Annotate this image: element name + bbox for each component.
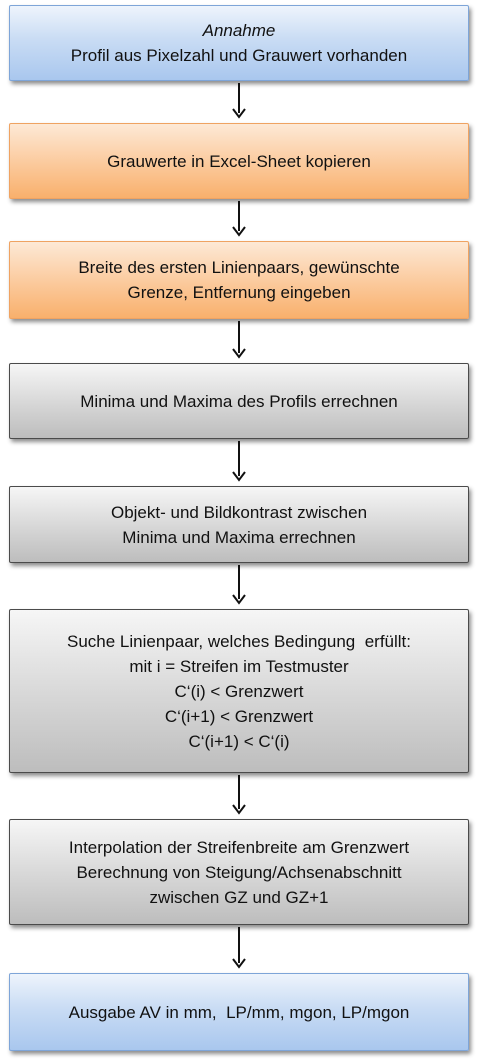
step-3-text-line-2: Grenze, Entfernung eingeben [127, 283, 351, 302]
step-5-text-line-2: Minima und Maxima errechnen [122, 527, 356, 547]
arrow-7-icon [231, 927, 247, 971]
step-2-text: Grauwerte in Excel-Sheet kopieren [107, 151, 371, 171]
step-6-condition-1: C‘(i) < Grenzwert [174, 681, 304, 701]
arrow-3-icon [231, 321, 247, 361]
arrow-1-icon [231, 83, 247, 121]
step-3-box: Breite des ersten Linienpaars, gewünscht… [9, 241, 469, 319]
step-7-text-line-1: Interpolation der Streifenbreite am Gren… [68, 837, 410, 857]
step-6-box: Suche Linienpaar, welches Bedingung erfü… [9, 609, 469, 773]
step-7-text-line-3: zwischen GZ und GZ+1 [149, 887, 329, 907]
step-2-box: Grauwerte in Excel-Sheet kopieren [9, 123, 469, 199]
step-8-text: Ausgabe AV in mm, LP/mm, mgon, LP/mgon [68, 1002, 410, 1022]
step-1-label-annahme: Annahme [202, 21, 276, 40]
step-7-text-line-2: Berechnung von Steigung/Achsenabschnitt [76, 862, 402, 882]
step-6-text-line-2: mit i = Streifen im Testmuster [129, 656, 349, 676]
step-4-box: Minima und Maxima des Profils errechnen [9, 363, 469, 439]
step-1-text: Profil aus Pixelzahl und Grauwert vorhan… [70, 46, 408, 65]
step-4-text: Minima und Maxima des Profils errechnen [80, 391, 398, 411]
step-6-condition-3: C‘(i+1) < C‘(i) [188, 731, 290, 751]
arrow-4-icon [231, 441, 247, 484]
step-5-box: Objekt- und Bildkontrast zwischen Minima… [9, 486, 469, 563]
arrow-6-icon [231, 775, 247, 817]
step-6-condition-2: C‘(i+1) < Grenzwert [164, 706, 314, 726]
arrow-2-icon [231, 201, 247, 239]
step-5-text-line-1: Objekt- und Bildkontrast zwischen [110, 502, 368, 522]
step-6-text-line-1: Suche Linienpaar, welches Bedingung erfü… [66, 631, 411, 651]
step-7-box: Interpolation der Streifenbreite am Gren… [9, 819, 469, 925]
step-8-box: Ausgabe AV in mm, LP/mm, mgon, LP/mgon [9, 973, 469, 1051]
arrow-5-icon [231, 565, 247, 607]
step-1-box: Annahme Profil aus Pixelzahl und Grauwer… [9, 5, 469, 81]
step-3-text-line-1: Breite des ersten Linienpaars, gewünscht… [78, 258, 400, 277]
